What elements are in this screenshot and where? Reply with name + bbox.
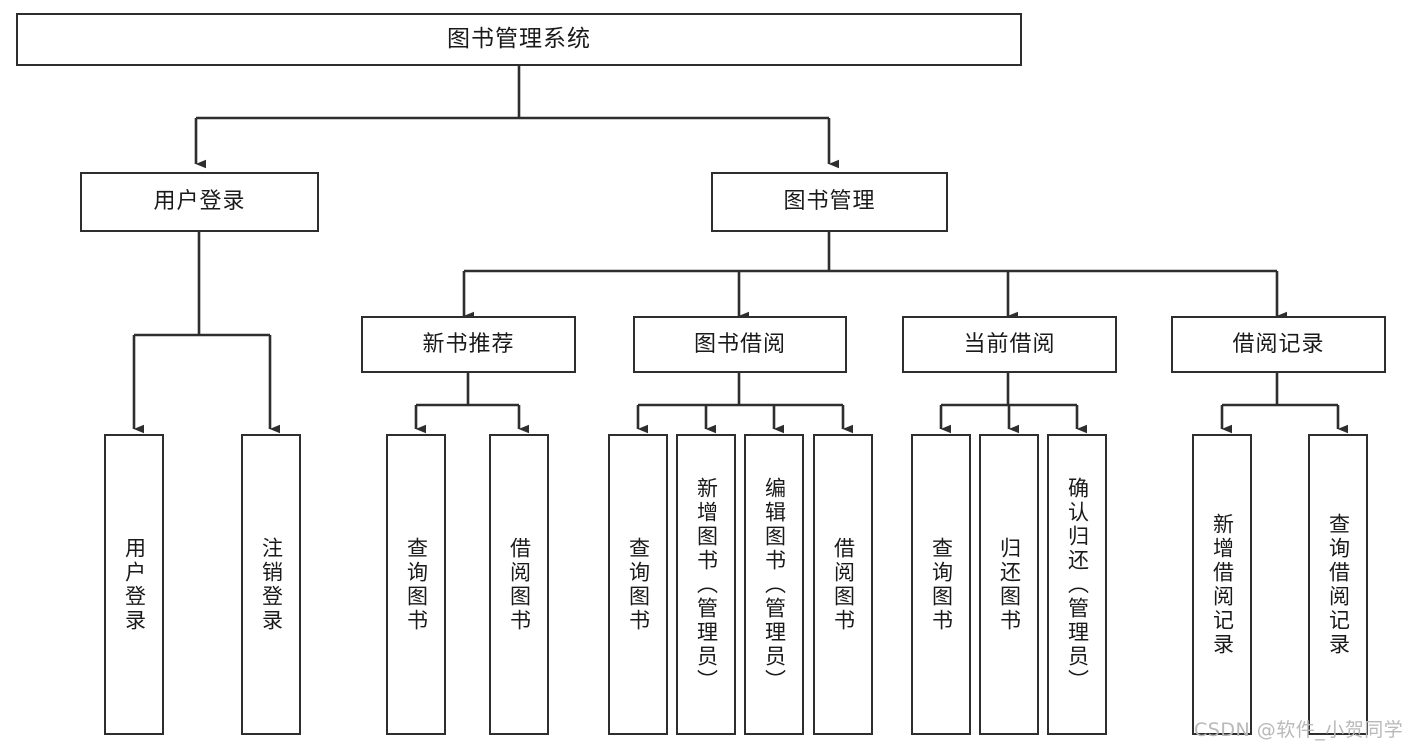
node-label: 图书借阅 — [693, 331, 786, 357]
node-leaf-borrow-book-borrow[interactable]: 借阅图书 — [813, 434, 873, 735]
node-label: 查询图书 — [626, 536, 651, 633]
node-user-login[interactable]: 用户登录 — [80, 172, 319, 232]
node-label: 图书管理系统 — [447, 25, 591, 52]
csdn-watermark: CSDN @软件_小贺同学 — [1194, 719, 1404, 741]
node-label: 借阅图书 — [831, 536, 856, 633]
node-label: 查询图书 — [404, 536, 429, 633]
node-current-borrow[interactable]: 当前借阅 — [902, 316, 1117, 373]
node-label: 图书管理 — [783, 189, 876, 215]
node-leaf-logout-login[interactable]: 注销登录 — [241, 434, 301, 735]
node-label: 借阅记录 — [1232, 331, 1325, 357]
node-borrow-record[interactable]: 借阅记录 — [1171, 316, 1386, 373]
node-label: 归还图书 — [997, 536, 1022, 633]
node-leaf-query-book-recommend[interactable]: 查询图书 — [386, 434, 446, 735]
node-label: 新增图书（管理员） — [694, 476, 719, 693]
node-label: 新增借阅记录 — [1210, 512, 1235, 657]
node-root-book-management-system[interactable]: 图书管理系统 — [16, 13, 1022, 66]
node-leaf-add-book-admin[interactable]: 新增图书（管理员） — [676, 434, 736, 735]
node-label: 用户登录 — [122, 536, 147, 633]
node-leaf-query-book-borrow[interactable]: 查询图书 — [608, 434, 668, 735]
node-label: 编辑图书（管理员） — [762, 476, 787, 693]
node-label: 当前借阅 — [963, 331, 1056, 357]
node-book-borrow[interactable]: 图书借阅 — [633, 316, 847, 373]
node-leaf-confirm-return-admin[interactable]: 确认归还（管理员） — [1047, 434, 1107, 735]
node-leaf-query-book-current[interactable]: 查询图书 — [911, 434, 971, 735]
node-leaf-return-book[interactable]: 归还图书 — [979, 434, 1039, 735]
node-label: 查询借阅记录 — [1326, 512, 1351, 657]
node-new-book-recommend[interactable]: 新书推荐 — [361, 316, 576, 373]
node-leaf-edit-book-admin[interactable]: 编辑图书（管理员） — [744, 434, 804, 735]
node-leaf-borrow-book-recommend[interactable]: 借阅图书 — [489, 434, 549, 735]
node-label: 确认归还（管理员） — [1065, 476, 1090, 693]
node-label: 注销登录 — [259, 536, 284, 633]
node-leaf-add-borrow-record[interactable]: 新增借阅记录 — [1192, 434, 1252, 735]
node-book-management[interactable]: 图书管理 — [711, 172, 948, 232]
node-label: 查询图书 — [929, 536, 954, 633]
node-leaf-user-login[interactable]: 用户登录 — [104, 434, 164, 735]
node-leaf-query-borrow-record[interactable]: 查询借阅记录 — [1308, 434, 1368, 735]
node-label: 借阅图书 — [507, 536, 532, 633]
node-label: 用户登录 — [153, 189, 246, 215]
node-label: 新书推荐 — [422, 331, 515, 357]
